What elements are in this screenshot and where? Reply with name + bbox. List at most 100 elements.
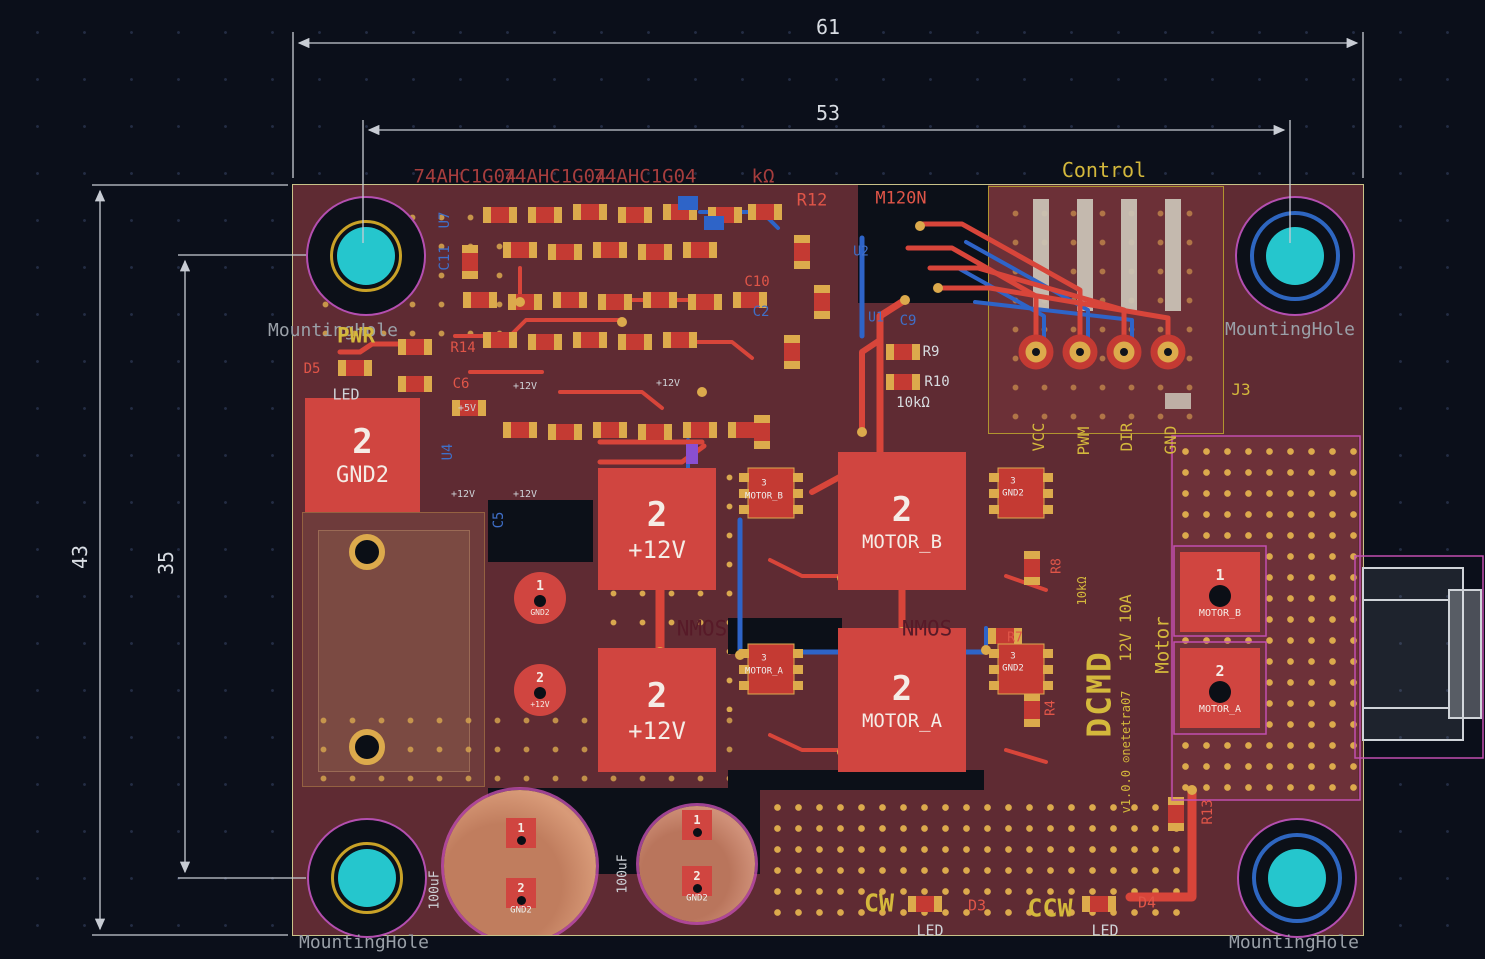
- silk-led-ccw: LED: [1091, 921, 1119, 940]
- ref-c10: C10: [744, 274, 770, 290]
- connector-slot: [1165, 199, 1181, 311]
- cap1-value: 100uF: [427, 870, 443, 910]
- pad-net: GND2: [530, 608, 550, 617]
- pin3-motor-b-num: 3: [761, 478, 767, 489]
- drill-hole: [692, 884, 702, 893]
- mounting-hole-topright[interactable]: [1237, 198, 1353, 314]
- mounting-label-topright: MountingHole: [1224, 319, 1356, 340]
- pin3-motor-a-num: 3: [761, 653, 767, 664]
- motor-section-label: Motor: [1151, 616, 1174, 674]
- ref-r13: R13: [1200, 799, 1216, 825]
- silk-ic-gate-1: 74AHC1G04: [413, 165, 517, 188]
- ref-d5: D5: [303, 361, 321, 377]
- pad-number: 2: [352, 422, 373, 462]
- pin-label-vcc: VCC: [1029, 422, 1048, 452]
- pin-label-dir: DIR: [1117, 422, 1136, 452]
- net-12v-b: +12V: [655, 378, 681, 389]
- ref-c9: C9: [899, 313, 917, 329]
- ref-c5: C5: [491, 511, 507, 529]
- drill-hole: [534, 687, 546, 699]
- pad-number: 2: [1215, 661, 1225, 680]
- board-name: DCMD: [1079, 650, 1119, 738]
- mounting-hole-bottomright[interactable]: [1239, 820, 1355, 936]
- ref-r7: R7: [1007, 630, 1023, 646]
- ref-r12: R12: [796, 190, 828, 211]
- pad-motor-a-th[interactable]: 2 MOTOR_A: [1180, 648, 1260, 728]
- drill-hole: [692, 828, 702, 837]
- silk-led-left: LED: [332, 385, 360, 404]
- ref-r10: R10: [924, 374, 950, 390]
- ref-j3: J3: [1231, 380, 1251, 399]
- pad-motor-a-large[interactable]: 2 MOTOR_A: [838, 628, 966, 772]
- control-title: Control: [1061, 158, 1147, 182]
- pad-12v-round[interactable]: 2 +12V: [514, 664, 566, 716]
- cap2-net-gnd2: GND2: [686, 893, 708, 904]
- copper-keepout-c5: [488, 500, 593, 562]
- silk-ic-gate-3: 74AHC1G04: [593, 165, 697, 188]
- plated-hole: [337, 227, 395, 285]
- value-10k-top: 10kΩ: [896, 395, 930, 411]
- pad-12v-bottom-large[interactable]: 2 +12V: [598, 648, 716, 772]
- drill-hole: [1209, 584, 1231, 607]
- silk-mosfet-part: M120N: [875, 188, 927, 209]
- board-version: v1.0.0 ⊙netetra07: [1119, 690, 1133, 814]
- silk-pwr: PWR: [337, 323, 375, 348]
- cap1-pad-1[interactable]: 1: [506, 818, 536, 848]
- pad-number: 1: [693, 813, 701, 827]
- electrolytic-cap-1[interactable]: [444, 790, 596, 935]
- copper-keepout-mid: [728, 618, 842, 654]
- pad-motor-b-th[interactable]: 1 MOTOR_B: [1180, 552, 1260, 632]
- connector-slot: [1077, 199, 1093, 311]
- ref-r9: R9: [922, 344, 940, 360]
- plated-hole: [1266, 227, 1324, 285]
- dim-width-outer: 61: [815, 15, 841, 39]
- cap1-net-gnd2: GND2: [510, 905, 532, 916]
- annular-ring: [331, 842, 403, 914]
- pad-number: 2: [536, 671, 544, 686]
- pad-net: MOTOR_A: [861, 709, 943, 732]
- pad-motor-b-large[interactable]: 2 MOTOR_B: [838, 452, 966, 590]
- ref-u1: U1: [868, 310, 884, 326]
- cap1-pad-2[interactable]: 2: [506, 878, 536, 908]
- pad-net: +12V: [628, 716, 686, 745]
- cap2-pad-2[interactable]: 2: [682, 866, 712, 896]
- drill-hole: [516, 896, 526, 905]
- ref-u7: U7: [437, 211, 453, 229]
- pad-net: MOTOR_B: [1198, 607, 1242, 619]
- annular-ring: [1252, 833, 1342, 923]
- silk-cw: CW: [863, 888, 895, 918]
- pin3-gnd2-b-num: 3: [1010, 476, 1016, 487]
- ref-d3: D3: [967, 896, 987, 915]
- dim-height-outer: 43: [68, 544, 92, 570]
- dim-width-inner: 53: [815, 101, 841, 125]
- mounting-label-bottomleft: MountingHole: [298, 932, 430, 953]
- ref-r8: R8: [1049, 558, 1065, 574]
- pad-number: 2: [517, 881, 525, 895]
- pad-net: +12V: [530, 700, 550, 709]
- pad-net: MOTOR_B: [861, 530, 943, 553]
- net-5v: +5V: [457, 403, 477, 414]
- pad-number: 2: [646, 675, 668, 716]
- cap2-pad-1[interactable]: 1: [682, 810, 712, 840]
- fab-nmos-1: NMOS: [676, 616, 728, 641]
- pad-gnd2-round[interactable]: 1 GND2: [514, 572, 566, 624]
- control-connector[interactable]: [988, 186, 1224, 434]
- pad-net: GND2: [336, 463, 389, 488]
- drill-hole: [534, 595, 546, 607]
- pin-label-gnd: GND: [1161, 425, 1180, 455]
- pin3-gnd2-a-num: 3: [1010, 651, 1016, 662]
- silk-ic-gate-2: 74AHC1G04: [503, 165, 607, 188]
- annular-ring: [330, 220, 402, 292]
- pad-12v-top-large[interactable]: 2 +12V: [598, 468, 716, 590]
- pad-net: MOTOR_A: [1198, 703, 1242, 715]
- pad-number: 2: [693, 869, 701, 883]
- mounting-hole-topleft[interactable]: [308, 198, 424, 314]
- pad-gnd2-large[interactable]: 2 GND2: [305, 398, 420, 512]
- motor-connector-outline[interactable]: [1362, 567, 1482, 741]
- pad-number: 1: [517, 821, 525, 835]
- pin-label-pwm: PWM: [1074, 426, 1093, 456]
- pad-net: +12V: [628, 535, 686, 564]
- pin3-gnd2-b-net: GND2: [1002, 488, 1024, 499]
- mounting-hole-bottomleft[interactable]: [309, 820, 425, 936]
